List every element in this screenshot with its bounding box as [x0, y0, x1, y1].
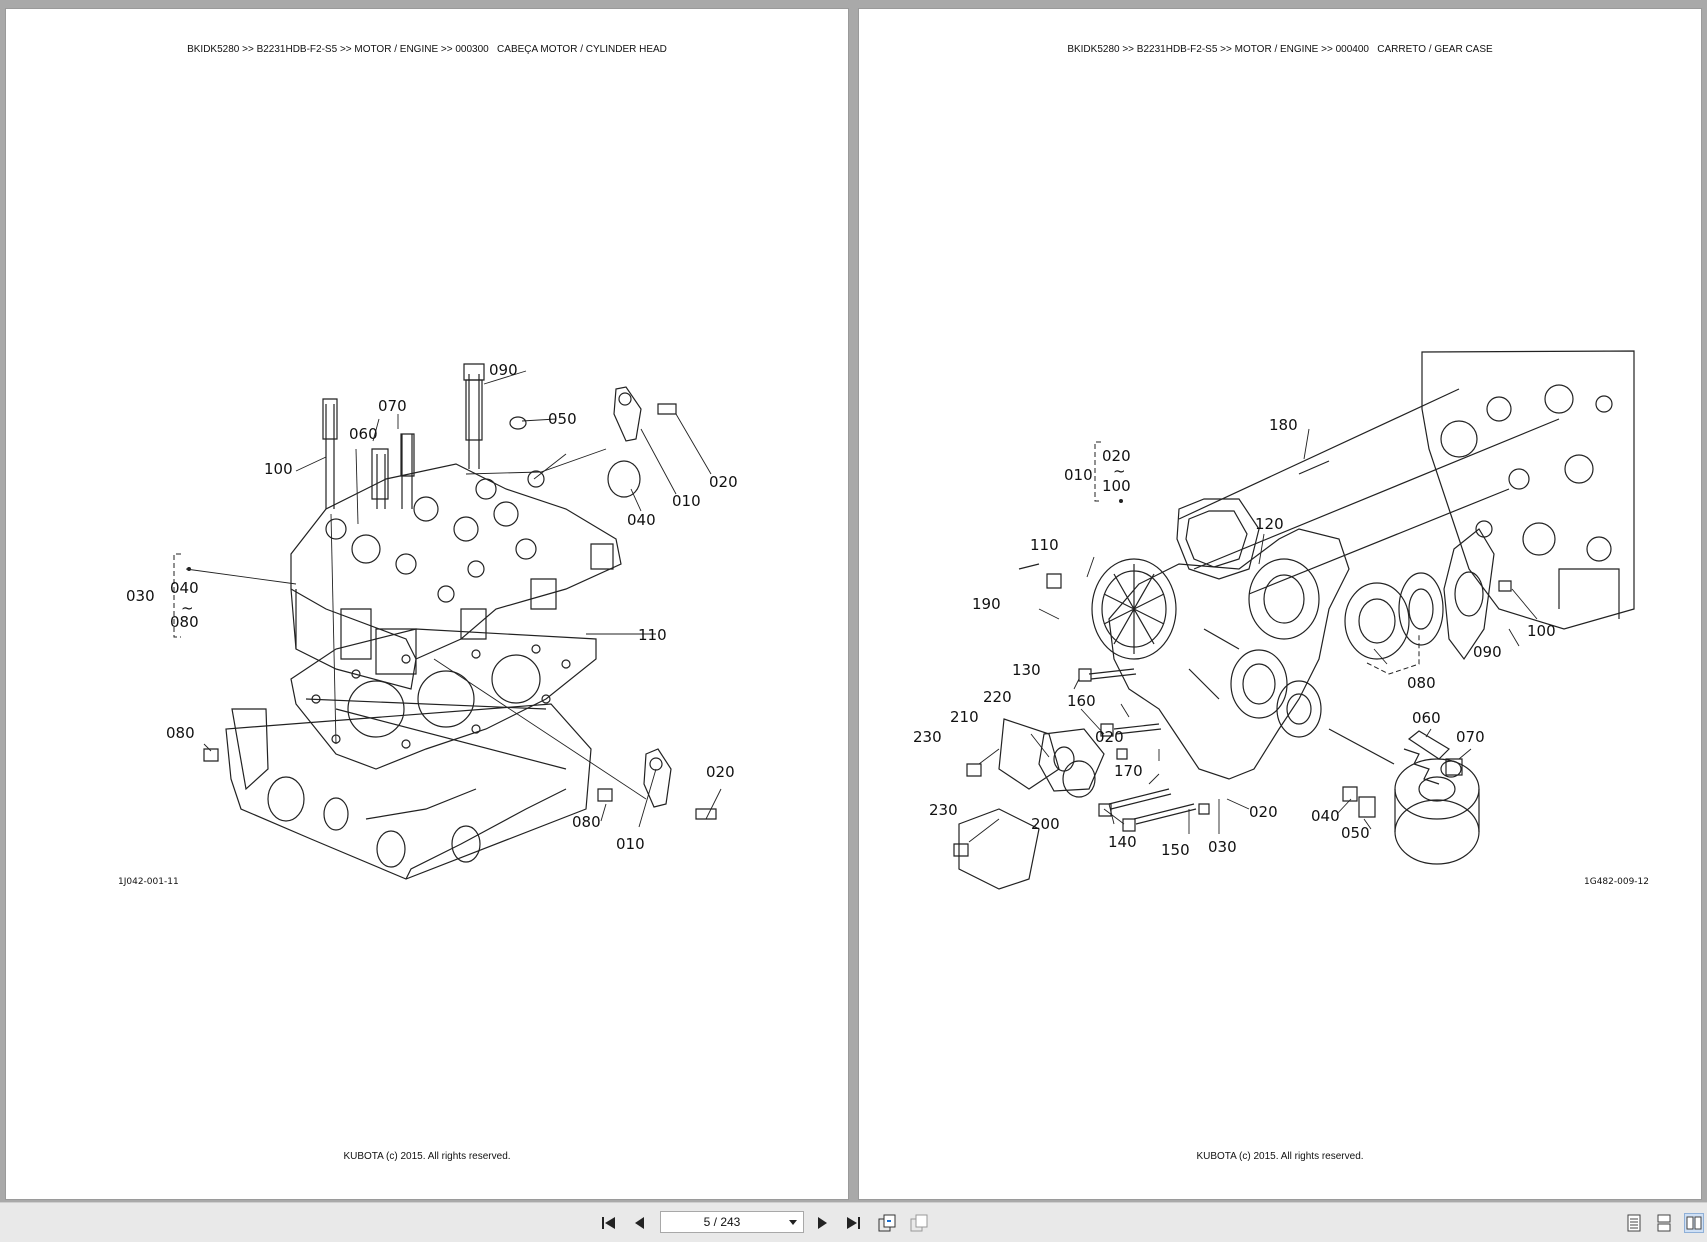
callout-150: 150 — [1161, 841, 1190, 859]
page-footer: KUBOTA (c) 2015. All rights reserved. — [1196, 1151, 1364, 1162]
callout-010: 010 — [1064, 466, 1093, 484]
callout-020: 020 — [709, 473, 738, 491]
callout-050: 050 — [1341, 824, 1370, 842]
callout-020-range-start: 020 — [1102, 447, 1131, 465]
last-page-icon[interactable] — [843, 1213, 863, 1233]
callout-100: 100 — [264, 460, 293, 478]
callout-160: 160 — [1067, 692, 1096, 710]
callout-230: 230 — [929, 801, 958, 819]
callout-020: 020 — [1249, 803, 1278, 821]
callout-040: 040 — [627, 511, 656, 529]
single-page-view-icon[interactable] — [1624, 1213, 1644, 1233]
callout-140: 140 — [1108, 833, 1137, 851]
viewer-toolbar: 5 / 243 — [0, 1202, 1707, 1242]
document-viewport[interactable]: BKIDK5280 >> B2231HDB-F2-S5 >> MOTOR / E… — [0, 0, 1707, 1202]
page-header: BKIDK5280 >> B2231HDB-F2-S5 >> MOTOR / E… — [187, 44, 667, 55]
callout-100: 100 — [1527, 622, 1556, 640]
page-header: BKIDK5280 >> B2231HDB-F2-S5 >> MOTOR / E… — [1067, 44, 1493, 55]
callout-090: 090 — [489, 361, 518, 379]
page-number-input[interactable]: 5 / 243 — [660, 1211, 804, 1233]
page-indicator: 5 / 243 — [703, 1215, 741, 1229]
callout-210: 210 — [950, 708, 979, 726]
callout-040: 040 — [1311, 807, 1340, 825]
callout-170: 170 — [1114, 762, 1143, 780]
callout-080: 080 — [166, 724, 195, 742]
callout-020: 020 — [1095, 728, 1124, 746]
callout-070: 070 — [1456, 728, 1485, 746]
callout-010: 010 — [672, 492, 701, 510]
callout-080: 080 — [572, 813, 601, 831]
fit-page-icon[interactable] — [909, 1213, 929, 1233]
callout-130: 130 — [1012, 661, 1041, 679]
callout-030: 030 — [126, 587, 155, 605]
drawing-code: 1J042-001-11 — [118, 877, 179, 887]
pdf-page-left: BKIDK5280 >> B2231HDB-F2-S5 >> MOTOR / E… — [6, 9, 848, 1199]
drawing-code: 1G482-009-12 — [1584, 877, 1649, 887]
callout-180: 180 — [1269, 416, 1298, 434]
two-page-view-icon[interactable] — [1684, 1213, 1704, 1233]
callout-060: 060 — [349, 425, 378, 443]
prev-page-icon[interactable] — [630, 1213, 650, 1233]
callout-090: 090 — [1473, 643, 1502, 661]
callout-tilde: ~ — [181, 599, 194, 617]
callout-190: 190 — [972, 595, 1001, 613]
callout-100-range-end: 100 — [1102, 477, 1131, 495]
continuous-view-icon[interactable] — [1654, 1213, 1674, 1233]
callout-030: 030 — [1208, 838, 1237, 856]
rotate-icon[interactable] — [877, 1213, 897, 1233]
callout-080: 080 — [1407, 674, 1436, 692]
callout-080-range-end: 080 — [170, 613, 199, 631]
next-page-icon[interactable] — [812, 1213, 832, 1233]
callout-230: 230 — [913, 728, 942, 746]
first-page-icon[interactable] — [599, 1213, 619, 1233]
callout-060: 060 — [1412, 709, 1441, 727]
gear-case-exploded-diagram: 180 020 010 ~ 100 120 110 190 130 160 22… — [913, 9, 1649, 1199]
callout-110: 110 — [638, 626, 667, 644]
callout-tilde: ~ — [1113, 462, 1126, 480]
pdf-page-right: BKIDK5280 >> B2231HDB-F2-S5 >> MOTOR / E… — [859, 9, 1701, 1199]
callout-010: 010 — [616, 835, 645, 853]
chevron-down-icon[interactable] — [789, 1220, 797, 1225]
callout-200: 200 — [1031, 815, 1060, 833]
callout-070: 070 — [378, 397, 407, 415]
callout-220: 220 — [983, 688, 1012, 706]
callout-110: 110 — [1030, 536, 1059, 554]
callout-120: 120 — [1255, 515, 1284, 533]
page-footer: KUBOTA (c) 2015. All rights reserved. — [343, 1151, 511, 1162]
callout-020: 020 — [706, 763, 735, 781]
callout-040-range-start: 040 — [170, 579, 199, 597]
callout-050: 050 — [548, 410, 577, 428]
cylinder-head-exploded-diagram: 090 070 050 060 100 020 010 040 030 040 … — [118, 361, 738, 887]
